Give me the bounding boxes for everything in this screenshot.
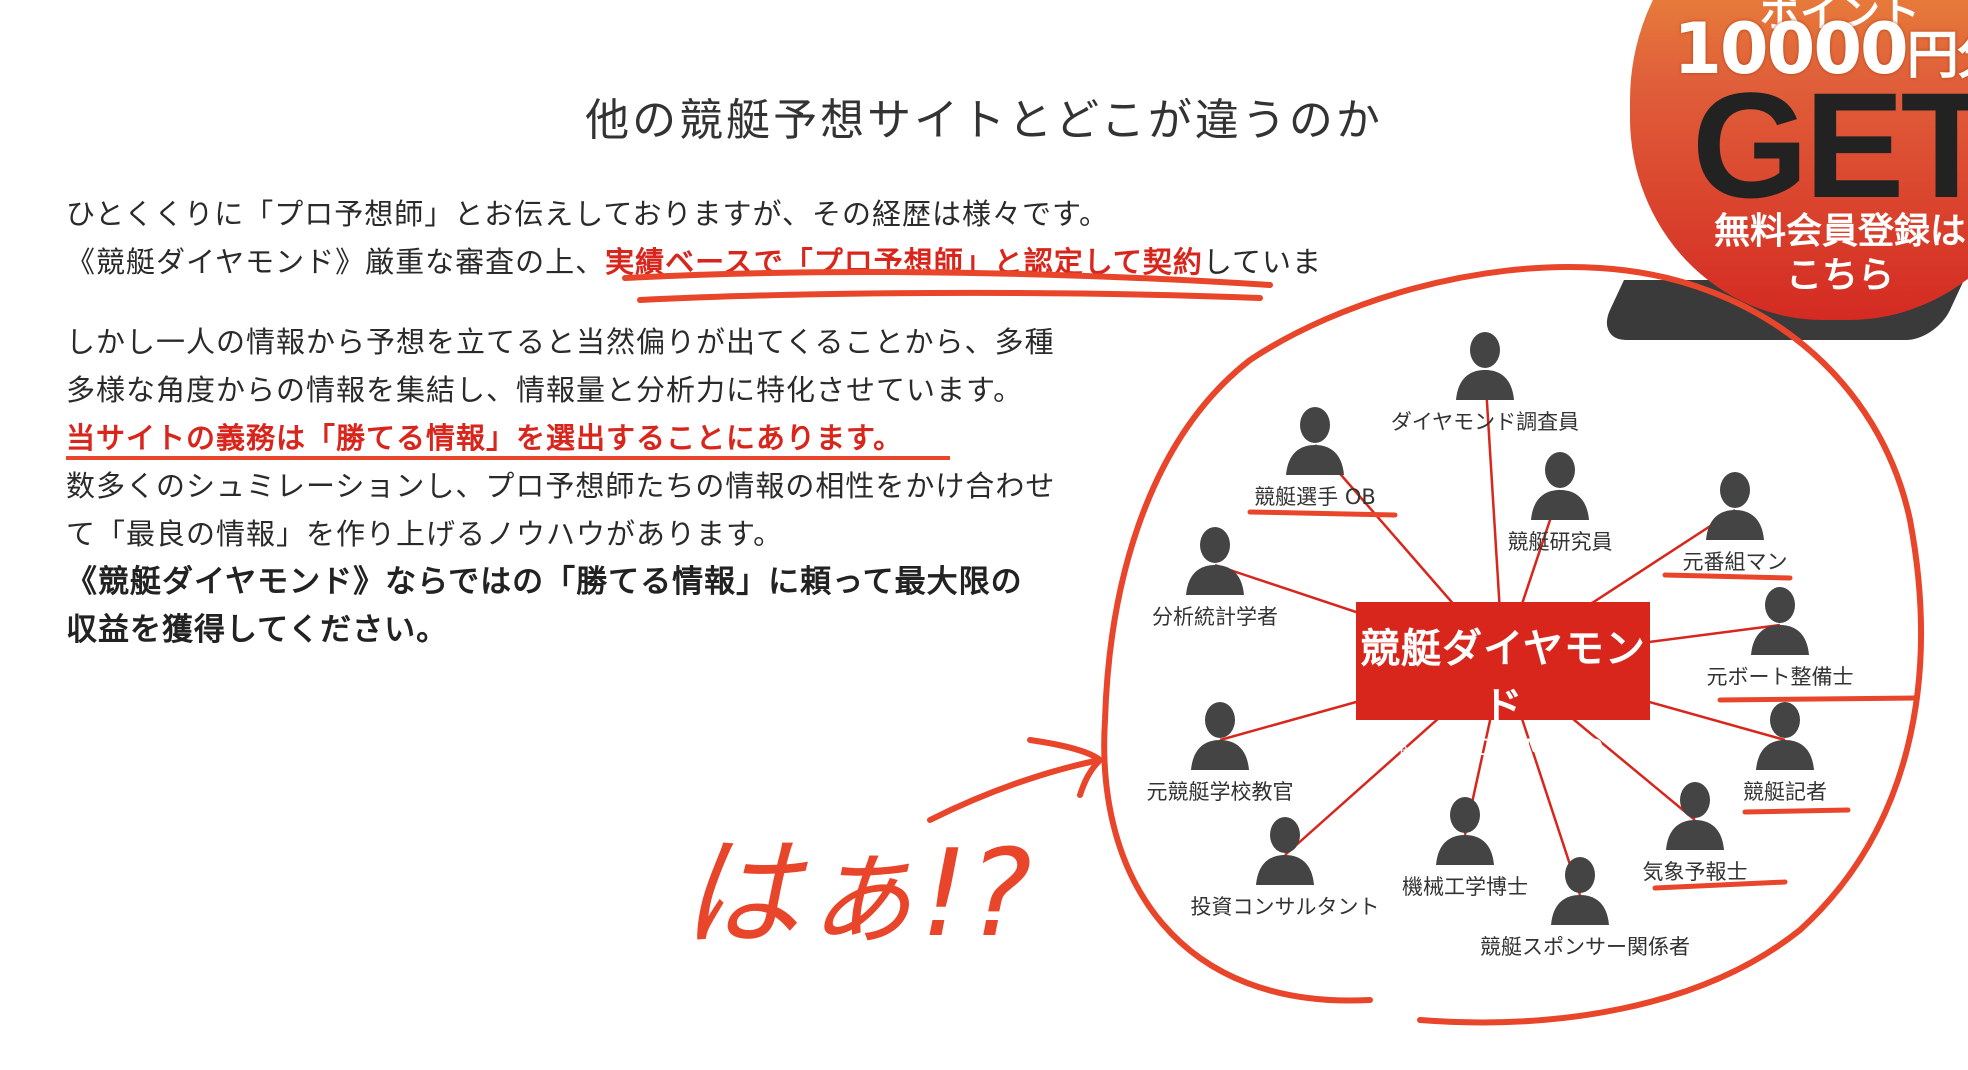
center-logo-en-prefix: BOAT RACE xyxy=(1399,744,1468,758)
diagram-node-label: 元ボート整備士 xyxy=(1706,665,1854,689)
person-icon xyxy=(1256,817,1314,885)
person-icon xyxy=(1706,472,1764,540)
network-diagram: 競艇ダイヤモンド BOAT RACE DIAMOND ダイヤモンド調査員競艇選手… xyxy=(1090,300,1950,1020)
person-icon xyxy=(1531,452,1589,520)
body-line-4: 数多くのシュミレーションし、プロ予想師たちの情報の相性をかけ合わせ xyxy=(66,469,1056,503)
body-line-1: しかし一人の情報から予想を立てると当然偏りが出てくることから、多種 xyxy=(66,325,1055,359)
diagram-node-label: 競艇スポンサー関係者 xyxy=(1480,935,1690,959)
person-icon xyxy=(1551,857,1609,925)
center-logo-en: BOAT RACE DIAMOND xyxy=(1356,736,1650,761)
person-icon xyxy=(1286,407,1344,475)
diagram-node: 元競艇学校教官 xyxy=(1120,700,1320,806)
body-line-3-highlight: 当サイトの義務は「勝てる情報」を選出することにあります。 xyxy=(66,421,904,455)
diagram-node: ダイヤモンド調査員 xyxy=(1385,330,1585,436)
person-icon xyxy=(1191,702,1249,770)
body-line-2: 多様な角度からの情報を集結し、情報量と分析力に特化させています。 xyxy=(66,373,1024,407)
diagram-node: 競艇スポンサー関係者 xyxy=(1480,855,1690,961)
diagram-node: 投資コンサルタント xyxy=(1185,815,1385,921)
body-line-5: て「最良の情報」を作り上げるノウハウがあります。 xyxy=(66,517,784,551)
banner-top-text: ポイント xyxy=(1760,0,1920,36)
intro-paragraph: ひとくくりに「プロ予想師」とお伝えしておりますが、その経歴は様々です。 《競艇ダ… xyxy=(66,190,1322,286)
diagram-node-label: 競艇選手 OB xyxy=(1254,485,1376,509)
diagram-node-label: ダイヤモンド調査員 xyxy=(1390,410,1580,434)
arrow xyxy=(927,737,1105,823)
diagram-node-label: 分析統計学者 xyxy=(1152,605,1278,629)
banner-amount-number: 10000 xyxy=(1673,8,1909,90)
banner-cta-line2: こちら xyxy=(1785,255,1894,296)
body-paragraph: しかし一人の情報から予想を立てると当然偏りが出てくることから、多種 多様な角度か… xyxy=(66,318,1055,654)
diagram-node: 元ボート整備士 xyxy=(1680,585,1880,691)
center-logo-box: 競艇ダイヤモンド BOAT RACE DIAMOND xyxy=(1356,602,1650,761)
diagram-node-label: 競艇研究員 xyxy=(1507,530,1613,554)
person-icon xyxy=(1751,587,1809,655)
diagram-node: 元番組マン xyxy=(1635,470,1835,576)
person-icon xyxy=(1756,702,1814,770)
intro-line-1: ひとくくりに「プロ予想師」とお伝えしておりますが、その経歴は様々です。 xyxy=(66,197,1110,231)
banner-amount-unit: 円分 xyxy=(1906,26,1968,86)
person-icon xyxy=(1666,782,1724,850)
center-logo-en-text: DIAMOND xyxy=(1477,736,1607,761)
page-title: 他の競艇予想サイトとどこが違うのか xyxy=(585,95,1383,146)
intro-line-2-highlight: 実績ベースで「プロ予想師」と認定して契約 xyxy=(605,245,1203,279)
body-line-6-bold: 《競艇ダイヤモンド》ならではの「勝てる情報」に頼って最大限の xyxy=(66,564,1023,600)
diagram-node-label: 元競艇学校教官 xyxy=(1146,780,1294,804)
diagram-node-label: 元番組マン xyxy=(1682,550,1788,574)
banner-get: GET xyxy=(1691,61,1968,229)
intro-line-2: 《競艇ダイヤモンド》厳重な審査の上、実績ベースで「プロ予想師」と認定して契約して… xyxy=(66,238,1322,286)
diagram-node: 競艇選手 OB xyxy=(1215,405,1415,511)
body-line-7-bold: 収益を獲得してください。 xyxy=(66,612,449,648)
banner-cta: 無料会員登録は こちら xyxy=(1630,210,1968,298)
diagram-node-label: 投資コンサルタント xyxy=(1190,895,1380,919)
diagram-node: 競艇研究員 xyxy=(1460,450,1660,556)
center-logo-jp: 競艇ダイヤモンド xyxy=(1360,626,1646,730)
signup-banner[interactable]: ポイント 10000円分 GET 無料会員登録は こちら xyxy=(1630,0,1968,320)
banner-amount: 10000円分 xyxy=(1630,8,1968,90)
intro-line-2-pre: 《競艇ダイヤモンド》厳重な審査の上、 xyxy=(66,245,606,279)
handwriting-text: はぁ!? xyxy=(680,825,1032,964)
diagram-node: 分析統計学者 xyxy=(1115,525,1315,631)
intro-line-2-post: していま xyxy=(1202,245,1322,279)
banner-cta-line1: 無料会員登録は xyxy=(1713,211,1966,252)
person-icon xyxy=(1456,332,1514,400)
person-icon xyxy=(1186,527,1244,595)
